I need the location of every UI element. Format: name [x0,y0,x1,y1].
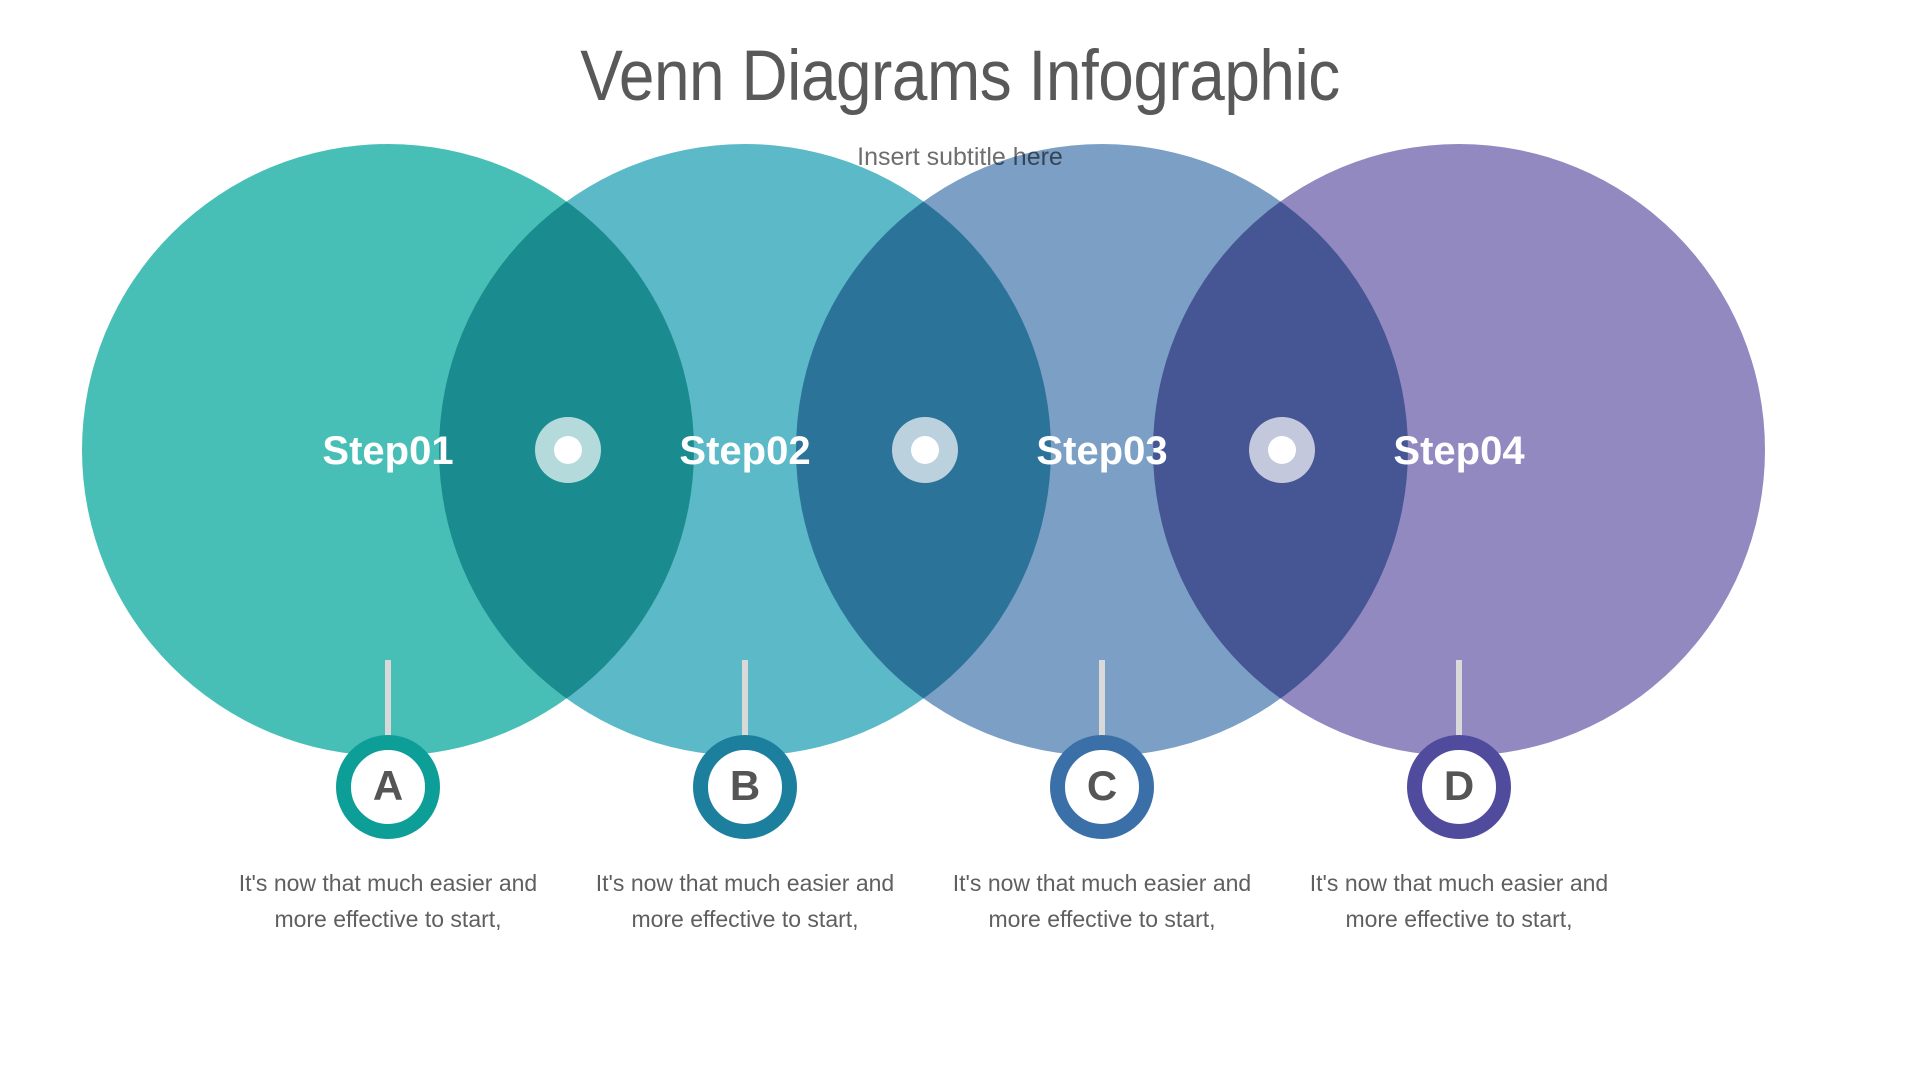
venn-circle-group [82,144,1765,756]
step-column-b: B It's now that much easier and more effe… [580,735,910,938]
step-badge-b[interactable]: B [693,735,797,839]
step-badge-letter-d: D [1443,762,1475,809]
step-badge-letter-a: A [372,762,404,809]
junction-dot-group [535,417,1315,483]
step-badge-c[interactable]: C [1050,735,1154,839]
step-column-a: A It's now that much easier and more effe… [223,735,553,938]
steps-row: A It's now that much easier and more effe… [0,735,1920,995]
step-description-c: It's now that much easier and more effec… [952,870,1252,933]
page-title: Venn Diagrams Infographic [580,37,1340,116]
step-column-c: C It's now that much easier and more effe… [937,735,1267,938]
step-description-b: It's now that much easier and more effec… [595,870,895,933]
step-column-d: D It's now that much easier and more effe… [1294,735,1624,938]
venn-label-group: Step01 Step02 Step03 Step04 [322,429,1525,473]
step-description-d: It's now that much easier and more effec… [1309,870,1609,933]
venn-circle-label-2: Step02 [679,429,810,473]
junction-dot-core-3[interactable] [1268,436,1296,464]
venn-circle-label-4: Step04 [1393,429,1525,473]
venn-circle-label-3: Step03 [1036,429,1167,473]
junction-dot-core-2[interactable] [911,436,939,464]
step-badge-a[interactable]: A [336,735,440,839]
step-badge-d[interactable]: D [1407,735,1511,839]
step-description-a: It's now that much easier and more effec… [238,870,538,933]
step-badge-letter-b: B [729,762,761,809]
junction-dot-core-1[interactable] [554,436,582,464]
connector-group [385,660,1462,748]
step-badge-letter-c: C [1086,762,1118,809]
venn-circle-4[interactable] [1153,144,1765,756]
venn-circle-label-1: Step01 [322,429,453,473]
